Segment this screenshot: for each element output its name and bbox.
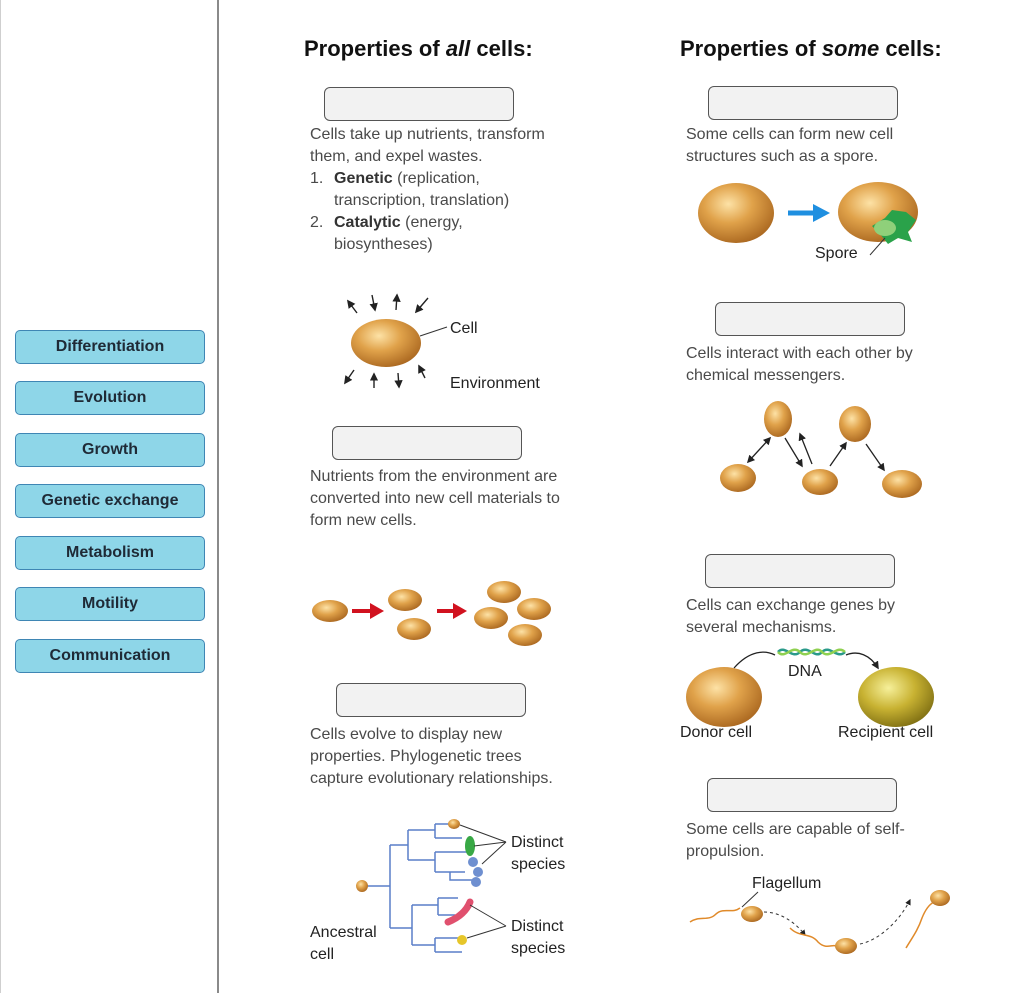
metabolism-cell [351,319,421,367]
growth-illustration [312,581,551,646]
recipient-cell [858,667,934,727]
label-dna: DNA [788,663,822,680]
metabolism-item-catalytic: 2.Catalytic (energy, biosyntheses) [310,214,463,253]
drop-slot-differentiation[interactable] [708,86,898,120]
drop-slot-motility[interactable] [707,778,897,812]
choice-communication[interactable]: Communication [15,639,205,673]
heading-all-cells: Properties of all cells: [304,36,533,61]
drop-slot-evolution[interactable] [336,683,526,717]
answer-bank-panel: Differentiation Evolution Growth Genetic… [0,0,219,993]
choice-motility[interactable]: Motility [15,587,205,621]
drop-slot-growth[interactable] [332,426,522,460]
choice-metabolism[interactable]: Metabolism [15,536,205,570]
metabolism-item-genetic: 1.Genetic (replication, transcription, t… [310,170,510,209]
tree-leaf-cells [356,819,483,945]
differentiation-text: Some cells can form new cell structures … [686,126,894,165]
communication-illustration [720,401,922,498]
label-distinct-species-1: Distinct species [511,834,566,873]
genetic-exchange-text: Cells can exchange genes by several mech… [686,597,896,636]
motility-illustration [689,890,950,954]
donor-cell [686,667,762,727]
label-flagellum: Flagellum [752,875,822,892]
label-recipient-cell: Recipient cell [838,724,934,741]
motility-text: Some cells are capable of self-propulsio… [686,821,905,860]
metabolism-description: Cells take up nutrients, transform them,… [310,124,550,256]
label-environment: Environment [450,375,540,392]
label-ancestral-cell: Ancestral cell [310,924,377,963]
choice-genetic-exchange[interactable]: Genetic exchange [15,484,205,518]
genetic-exchange-illustration [686,648,934,727]
choice-growth[interactable]: Growth [15,433,205,467]
phylogenetic-tree [365,823,475,953]
heading-some-cells: Properties of some cells: [680,36,942,61]
drop-slot-metabolism[interactable] [324,87,514,121]
choice-differentiation[interactable]: Differentiation [15,330,205,364]
drop-slot-communication[interactable] [715,302,905,336]
label-spore: Spore [815,245,858,262]
growth-text: Nutrients from the environment are conve… [310,468,560,529]
metabolism-cell-illustration [344,293,448,389]
label-cell: Cell [450,320,478,337]
drop-slot-genetic-exchange[interactable] [705,554,895,588]
label-distinct-species-2: Distinct species [511,918,566,957]
tree-label-lines [459,824,507,939]
choice-evolution[interactable]: Evolution [15,381,205,415]
communication-text: Cells interact with each other by chemic… [686,345,913,384]
evolution-text: Cells evolve to display new properties. … [310,726,553,787]
label-donor-cell: Donor cell [680,724,753,741]
differentiation-illustration [698,182,918,256]
metabolism-text: Cells take up nutrients, transform them,… [310,126,545,165]
